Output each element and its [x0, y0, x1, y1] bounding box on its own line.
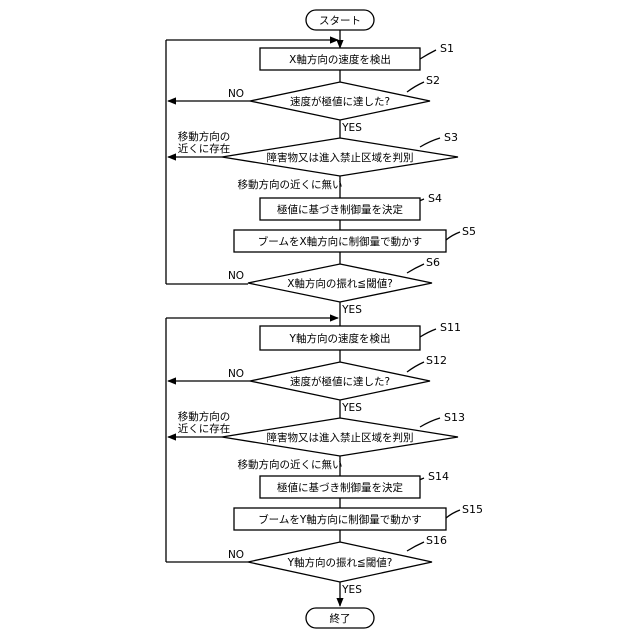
step-s4-id: S4: [428, 192, 442, 205]
decision-s13-id: S13: [444, 411, 465, 424]
step-s1-text: X軸方向の速度を検出: [289, 53, 391, 66]
decision-s12-id: S12: [426, 354, 447, 367]
decision-s13: 障害物又は進入禁止区域を判別 S13: [222, 411, 465, 456]
step-s15-text: ブームをY軸方向に制御量で動かす: [258, 513, 422, 526]
s2-no-label: NO: [228, 88, 244, 100]
s16-yes-label: YES: [341, 584, 362, 596]
step-s4: 極値に基づき制御量を決定 S4: [260, 192, 442, 220]
step-s5-text: ブームをX軸方向に制御量で動かす: [258, 235, 422, 248]
step-s11-id: S11: [440, 321, 461, 334]
decision-s16-text: Y軸方向の振れ≦閾値?: [287, 556, 393, 569]
s3-near-label-line1: 移動方向の: [178, 130, 231, 143]
s13-near-label-line1: 移動方向の: [178, 410, 231, 423]
s2-yes-label: YES: [341, 122, 362, 134]
step-s14-text: 極値に基づき制御量を決定: [277, 481, 403, 494]
decision-s16-id: S16: [426, 534, 447, 547]
decision-s6-text: X軸方向の振れ≦閾値?: [287, 277, 393, 290]
s6-no-label: NO: [228, 270, 244, 282]
step-s5-id: S5: [462, 225, 476, 238]
decision-s3-id: S3: [444, 131, 458, 144]
decision-s3: 障害物又は進入禁止区域を判別 S3: [222, 131, 458, 176]
step-s15: ブームをY軸方向に制御量で動かす S15: [234, 503, 483, 530]
step-s1-id: S1: [440, 42, 454, 55]
step-s14-id: S14: [428, 470, 449, 483]
decision-s2: 速度が極値に達した? S2: [250, 74, 440, 120]
start-label: スタート: [319, 15, 361, 27]
end-terminal: 終了: [306, 608, 374, 628]
decision-s2-text: 速度が極値に達した?: [290, 95, 390, 108]
decision-s3-text: 障害物又は進入禁止区域を判別: [267, 151, 414, 164]
start-terminal: スタート: [306, 10, 374, 30]
decision-s12-text: 速度が極値に達した?: [290, 375, 390, 388]
step-s15-id: S15: [462, 503, 483, 516]
s12-no-label: NO: [228, 368, 244, 380]
end-label: 終了: [330, 612, 351, 625]
step-s5: ブームをX軸方向に制御量で動かす S5: [234, 225, 476, 252]
step-s14: 極値に基づき制御量を決定 S14: [260, 470, 449, 498]
decision-s16: Y軸方向の振れ≦閾値? S16: [248, 534, 447, 582]
decision-s6-id: S6: [426, 256, 440, 269]
decision-s13-text: 障害物又は進入禁止区域を判別: [267, 431, 414, 444]
s16-no-label: NO: [228, 549, 244, 561]
s3-near-label-line2: 近くに存在: [178, 142, 231, 155]
s13-not-near-label: 移動方向の近くに無い: [238, 458, 343, 471]
s13-near-label-line2: 近くに存在: [178, 422, 231, 435]
decision-s12: 速度が極値に達した? S12: [250, 354, 447, 400]
s3-not-near-label: 移動方向の近くに無い: [238, 178, 343, 191]
decision-s6: X軸方向の振れ≦閾値? S6: [248, 256, 440, 302]
decision-s2-id: S2: [426, 74, 440, 87]
s6-yes-label: YES: [341, 304, 362, 316]
step-s11-text: Y軸方向の速度を検出: [289, 332, 391, 345]
step-s11: Y軸方向の速度を検出 S11: [260, 321, 461, 350]
step-s4-text: 極値に基づき制御量を決定: [277, 203, 403, 216]
s12-yes-label: YES: [341, 402, 362, 414]
